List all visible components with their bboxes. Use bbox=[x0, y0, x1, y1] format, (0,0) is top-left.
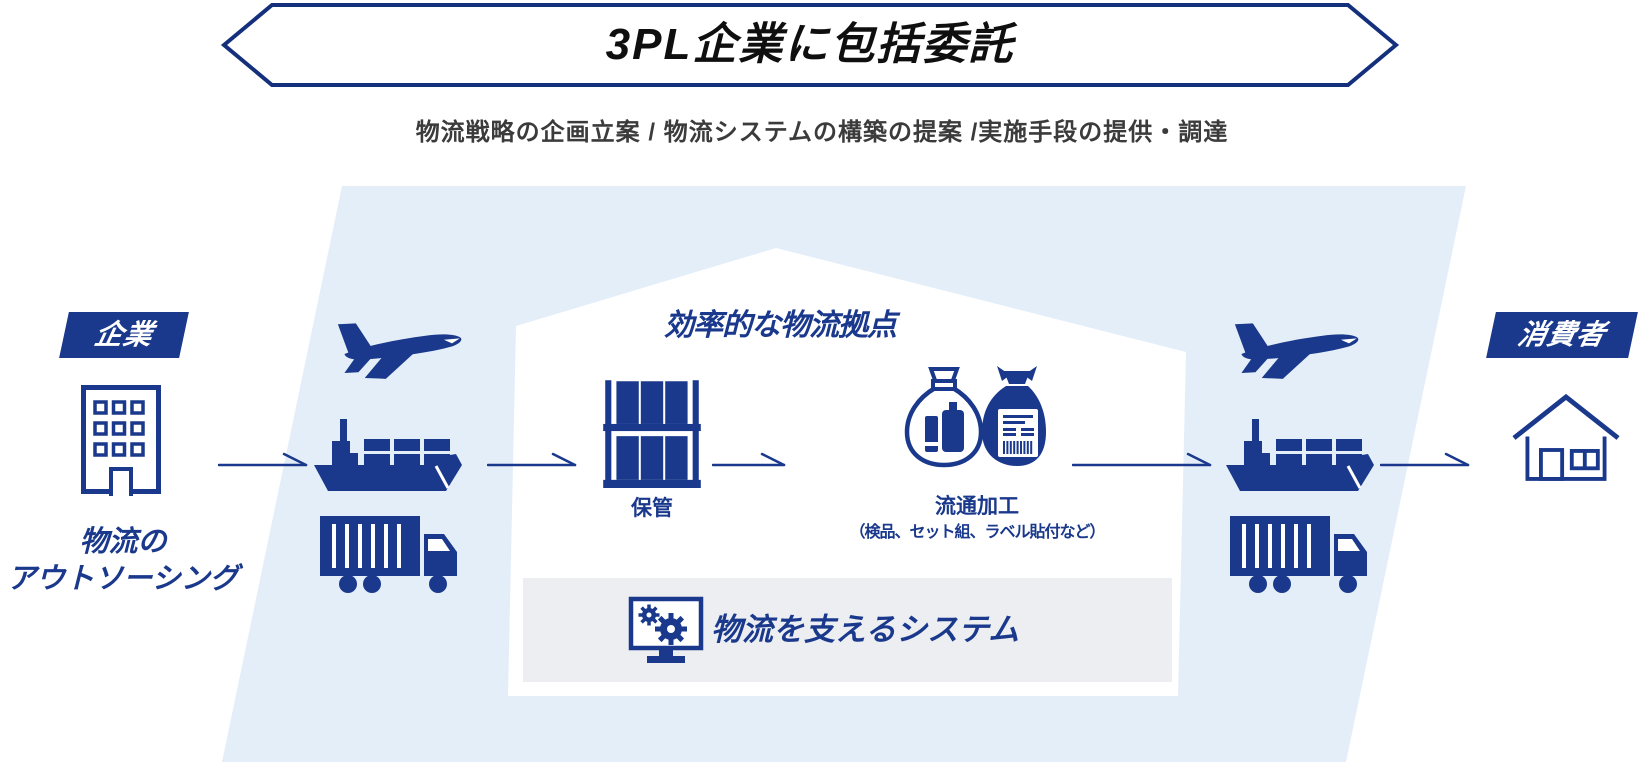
cargo-ship-icon bbox=[1226, 419, 1374, 491]
building-icon bbox=[81, 385, 161, 496]
system-panel: 物流を支えるシステム bbox=[523, 578, 1172, 682]
flow-arrow-4 bbox=[1072, 452, 1212, 467]
processing-bags-icon bbox=[904, 366, 1046, 468]
flow-arrow-1 bbox=[218, 452, 308, 467]
cargo-ship-icon bbox=[314, 419, 462, 491]
truck-icon bbox=[320, 516, 457, 593]
subtitle: 物流戦略の企画立案 / 物流システムの構築の提案 /実施手段の提供・調達 bbox=[415, 119, 1229, 146]
airplane-icon bbox=[337, 323, 462, 379]
flow-arrow-2 bbox=[487, 452, 577, 467]
processing-label: 流通加工 bbox=[935, 495, 1019, 518]
flow-arrow-5 bbox=[1380, 452, 1470, 467]
flow-arrow-3 bbox=[712, 452, 786, 467]
banner-title: 3PL企業に包括委託 bbox=[605, 20, 1015, 69]
company-badge: 企業 bbox=[59, 312, 189, 358]
truck-icon bbox=[1230, 516, 1367, 593]
caption-line-2: アウトソーシング bbox=[7, 563, 239, 595]
company-caption: 物流の アウトソーシング bbox=[0, 524, 246, 598]
consumer-badge: 消費者 bbox=[1486, 312, 1638, 358]
caption-line-1: 物流の bbox=[79, 526, 167, 558]
banner-hexagon bbox=[220, 3, 1400, 87]
system-label: 物流を支えるシステム bbox=[711, 612, 1020, 647]
hub-title: 効率的な物流拠点 bbox=[664, 309, 897, 342]
storage-label: 保管 bbox=[631, 497, 673, 520]
house-icon bbox=[1512, 393, 1620, 481]
warehouse-shelf-icon bbox=[603, 380, 701, 488]
airplane-icon bbox=[1234, 323, 1359, 379]
monitor-gears-icon bbox=[628, 596, 704, 663]
processing-note: （検品、セット組、ラベル貼付など） bbox=[849, 524, 1105, 541]
